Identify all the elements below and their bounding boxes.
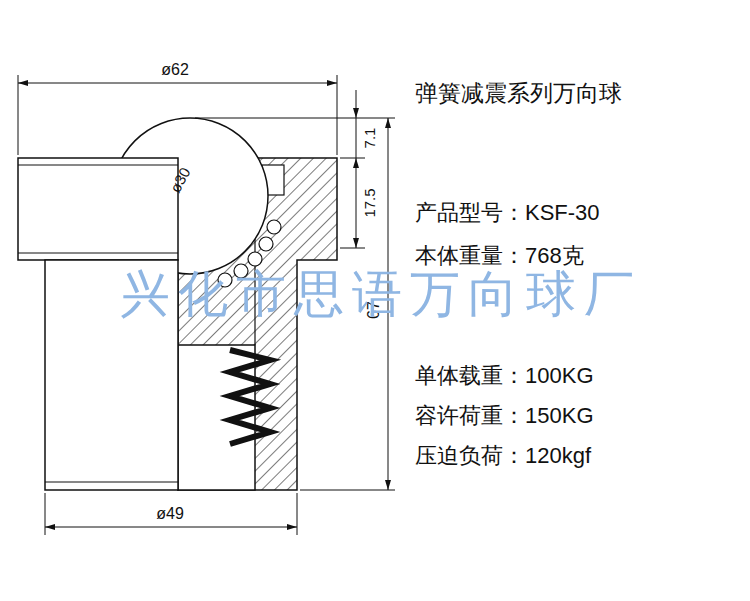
spec-line: 容许荷重：150KG [415, 403, 594, 428]
dimension: 7.1 [361, 128, 378, 149]
spec-line: 产品型号：KSF-30 [415, 200, 600, 225]
dimension: ø49 [156, 505, 184, 523]
dimension: ø62 [161, 61, 189, 79]
watermark: 兴化市思语万向球厂 [120, 266, 642, 324]
dimension: 17.5 [361, 188, 378, 217]
spec-line: 单体载重：100KG [415, 363, 594, 388]
spec-line: 本体重量：768克 [415, 243, 584, 268]
spec-line: 压迫负荷：120kgf [415, 443, 591, 468]
drawing-title: 弹簧减震系列万向球 [415, 80, 622, 106]
